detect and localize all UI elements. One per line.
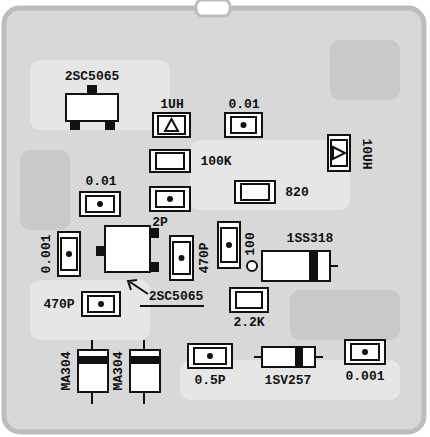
part-label: 1SS318 — [285, 231, 336, 246]
part-label: 1UH — [158, 97, 185, 112]
part-label: 0.01 — [83, 174, 118, 189]
part-label: 100K — [198, 154, 233, 169]
part-label: 2.2K — [231, 315, 266, 330]
part-label: 2SC5065 — [63, 69, 122, 84]
part-label: 820 — [283, 185, 310, 200]
part-label: 0.5P — [192, 373, 227, 388]
part-label: 1SV257 — [263, 373, 314, 388]
part-label: 2P — [150, 215, 170, 230]
part-label: MA304 — [59, 349, 74, 392]
part-label: 0.001 — [39, 232, 54, 275]
part-label: 0.01 — [226, 97, 261, 112]
part-label: 0.001 — [343, 369, 386, 384]
part-label: 2SC5065 — [147, 289, 206, 304]
part-label: 470P — [41, 297, 76, 312]
part-label: 100 — [243, 230, 258, 257]
part-label: MA304 — [111, 349, 126, 392]
part-label: 10UH — [359, 136, 374, 171]
part-label: 470P — [197, 240, 212, 275]
